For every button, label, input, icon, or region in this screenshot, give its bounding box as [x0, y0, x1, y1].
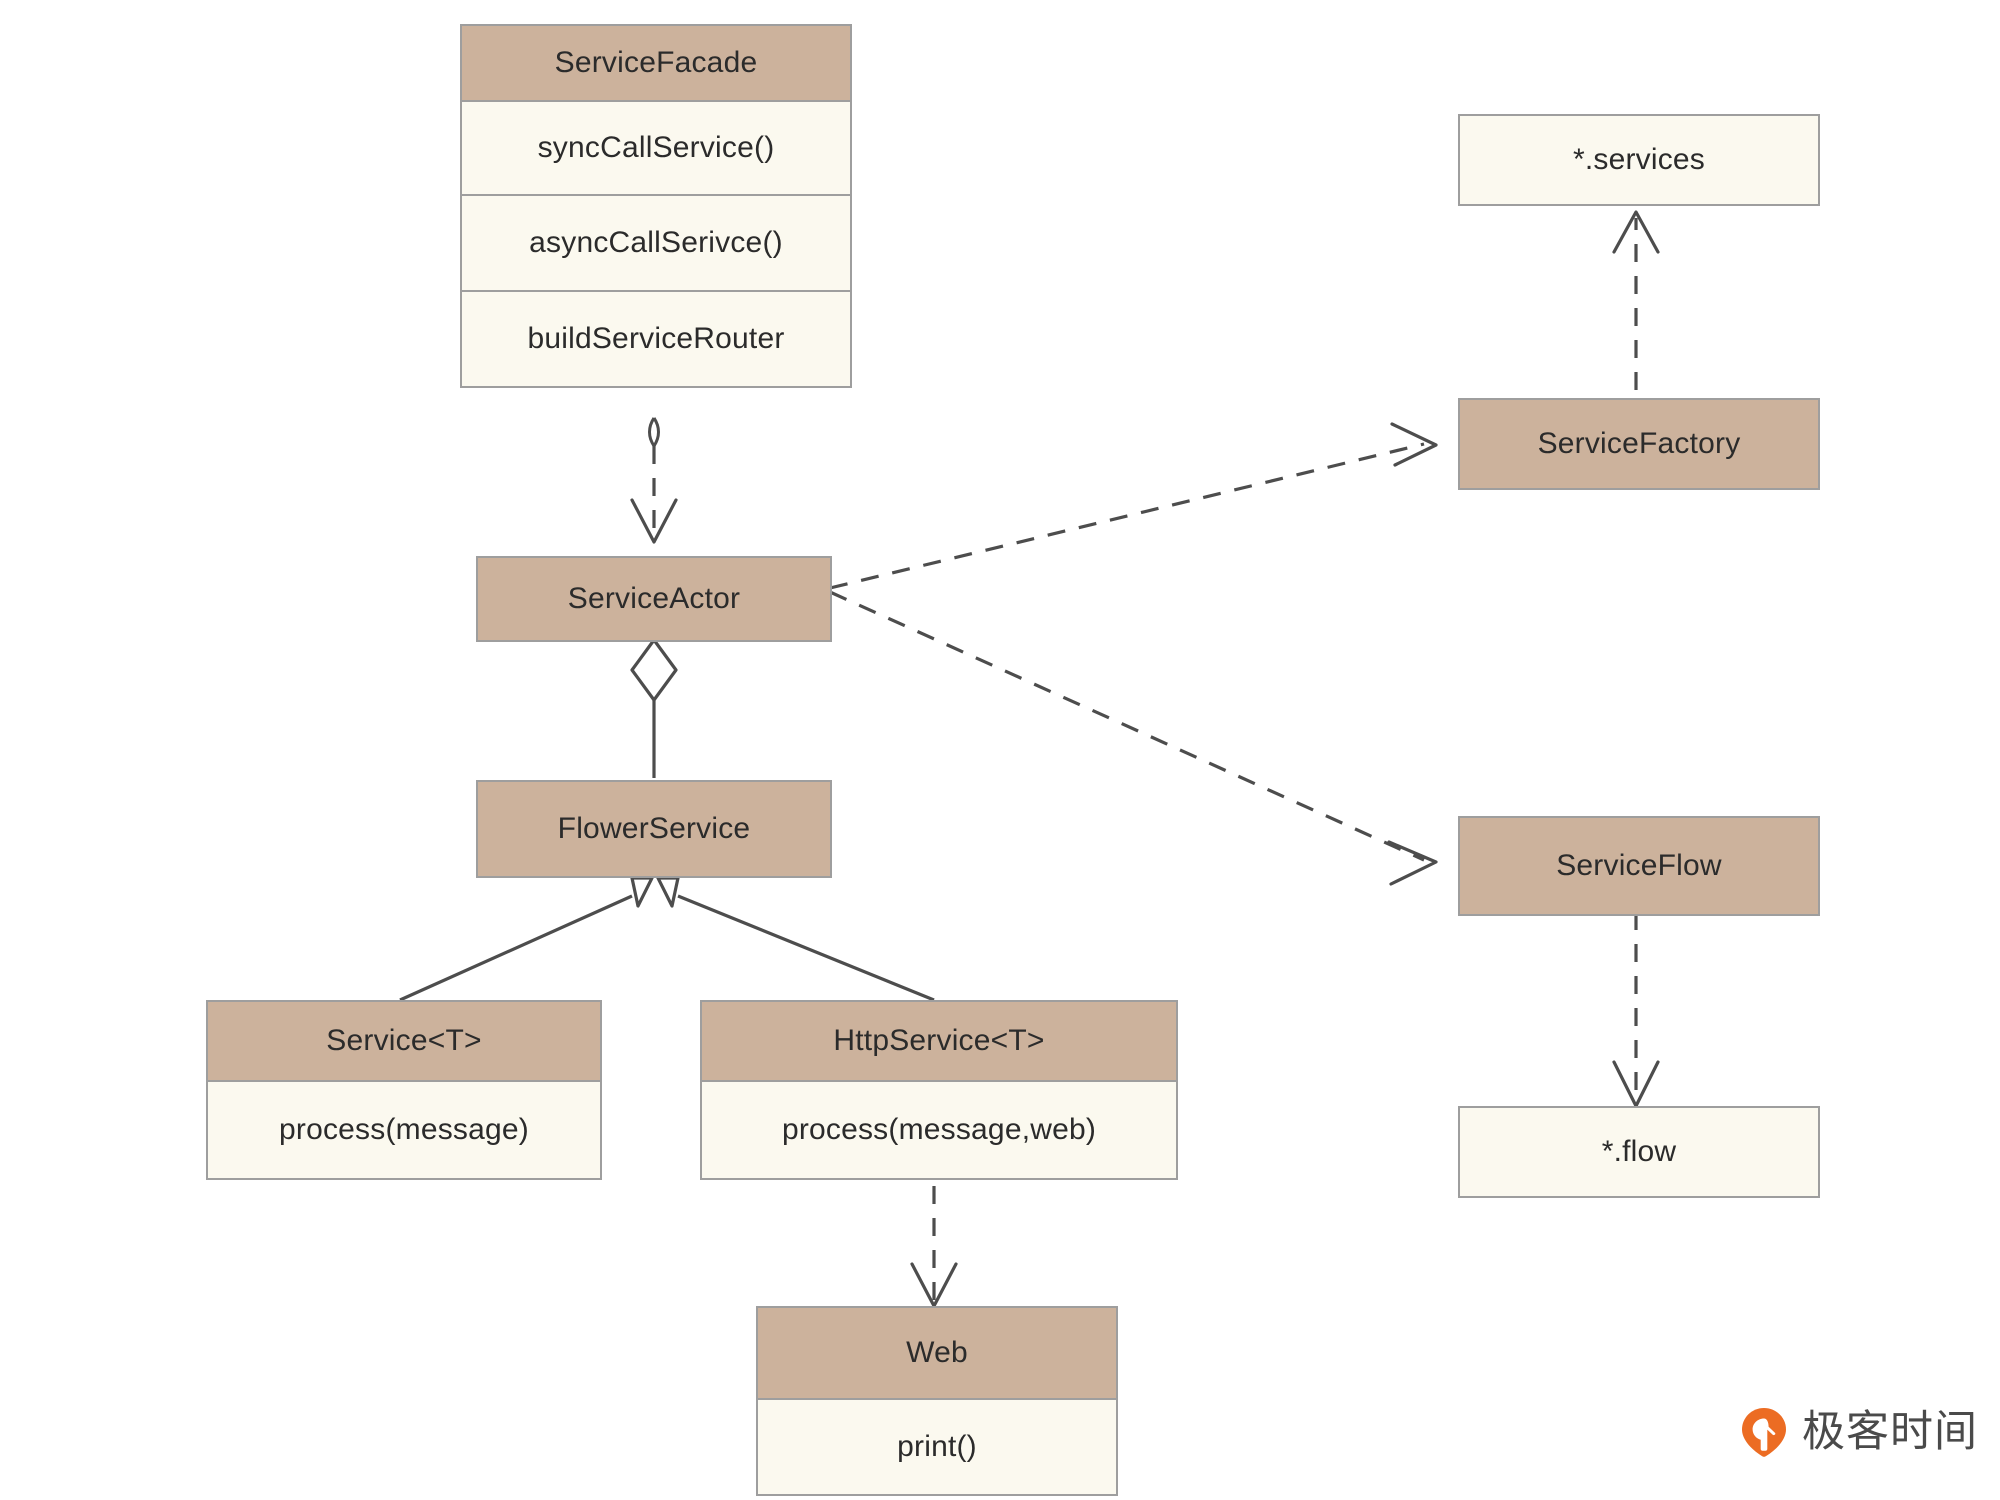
- uml-package-flow[interactable]: *.flow: [1458, 1106, 1820, 1198]
- location-pin-icon: [1738, 1406, 1790, 1458]
- connector-httpservice-to-web: [910, 1186, 958, 1308]
- uml-member-row: syncCallService(): [462, 100, 850, 194]
- connector-serviceactor-to-servicefactory: [829, 422, 1438, 590]
- uml-class-service-flow[interactable]: ServiceFlow: [1458, 816, 1820, 916]
- uml-class-http-service-generic[interactable]: HttpService<T> process(message,web): [700, 1000, 1178, 1180]
- uml-class-title: ServiceFlow: [1460, 818, 1818, 914]
- uml-class-web[interactable]: Web print(): [756, 1306, 1118, 1496]
- uml-member-row: asyncCallSerivce(): [462, 194, 850, 290]
- uml-class-service-factory[interactable]: ServiceFactory: [1458, 398, 1820, 490]
- uml-member-row: process(message): [208, 1080, 600, 1178]
- uml-class-service-facade[interactable]: ServiceFacade syncCallService() asyncCal…: [460, 24, 852, 388]
- uml-member-row: process(message,web): [702, 1080, 1176, 1178]
- uml-class-title: FlowerService: [478, 782, 830, 876]
- uml-class-title: Web: [758, 1308, 1116, 1398]
- uml-class-service-actor[interactable]: ServiceActor: [476, 556, 832, 642]
- geektime-watermark: 极客时间: [1738, 1406, 1978, 1458]
- connector-servicefactory-to-services: [1612, 210, 1660, 390]
- connector-servicefacade-to-serviceactor: [630, 417, 678, 544]
- uml-member-row: buildServiceRouter: [462, 290, 850, 386]
- uml-class-title: ServiceFacade: [462, 26, 850, 100]
- uml-class-title: *.services: [1460, 116, 1818, 204]
- connector-serviceflow-to-flow: [1612, 912, 1660, 1108]
- uml-class-title: HttpService<T>: [702, 1002, 1176, 1080]
- uml-class-title: *.flow: [1460, 1108, 1818, 1196]
- connector-service-to-flowerservice: [399, 876, 654, 1002]
- connector-serviceactor-to-serviceflow: [829, 590, 1438, 886]
- uml-member-row: print(): [758, 1398, 1116, 1494]
- connector-httpservice-to-flowerservice: [656, 876, 935, 1002]
- uml-class-service-generic[interactable]: Service<T> process(message): [206, 1000, 602, 1180]
- connector-serviceactor-to-flowerservice: [630, 638, 678, 778]
- uml-class-title: ServiceFactory: [1460, 400, 1818, 488]
- brand-name: 极客时间: [1802, 1406, 1978, 1457]
- uml-class-title: Service<T>: [208, 1002, 600, 1080]
- uml-package-services[interactable]: *.services: [1458, 114, 1820, 206]
- uml-class-title: ServiceActor: [478, 558, 830, 640]
- uml-class-flower-service[interactable]: FlowerService: [476, 780, 832, 878]
